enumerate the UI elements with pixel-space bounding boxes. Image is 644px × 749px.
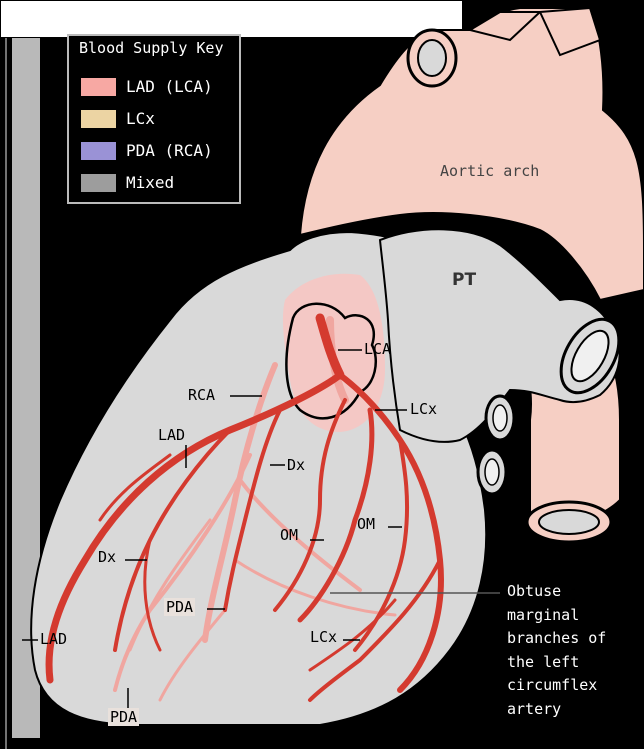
pulmonary-vein-2-lumen [485,459,499,485]
label-lcx-bottom: LCx [310,628,337,646]
label-rca: RCA [188,386,215,404]
top-white-bar [0,0,463,38]
key-label-pda: PDA (RCA) [126,141,213,160]
annotation-line: marginal [507,604,606,628]
label-pt: PT [452,271,476,289]
annotation-line: the left [507,651,606,675]
key-label-lad: LAD (LCA) [126,77,213,96]
annotation-line: branches of [507,627,606,651]
annotation-line: artery [507,698,606,722]
annotation-line: circumflex [507,674,606,698]
label-aortic-arch: Aortic arch [440,162,539,180]
key-item-lcx: LCx [81,108,241,130]
swatch-mixed [81,174,116,192]
key-item-lad: LAD (LCA) [81,76,241,98]
key-label-lcx: LCx [126,109,155,128]
label-pda-bottom: PDA [108,708,139,726]
key-title: Blood Supply Key [79,39,224,57]
annotation-line: Obtuse [507,580,606,604]
key-item-pda: PDA (RCA) [81,140,241,162]
aorta-lumen [539,510,599,534]
key-item-mixed: Mixed [81,172,241,194]
label-om-right: OM [357,515,375,533]
key-label-mixed: Mixed [126,173,174,192]
label-lad-top: LAD [158,426,185,444]
swatch-pda [81,142,116,160]
label-lcx-top: LCx [410,400,437,418]
blood-supply-key: Blood Supply Key LAD (LCA) LCx PDA (RCA)… [67,34,241,204]
label-dx-mid: Dx [287,456,305,474]
pulmonary-vein-1-lumen [493,405,507,431]
vessel-lumen-1 [418,40,446,76]
swatch-lad [81,78,116,96]
label-lad-bottom: LAD [40,630,67,648]
label-pda-mid: PDA [164,598,195,616]
obtuse-marginal-annotation: Obtuse marginal branches of the left cir… [507,580,606,721]
label-dx-left: Dx [98,548,116,566]
label-lca: LCA [364,340,391,358]
swatch-lcx [81,110,116,128]
label-om-left: OM [280,526,298,544]
